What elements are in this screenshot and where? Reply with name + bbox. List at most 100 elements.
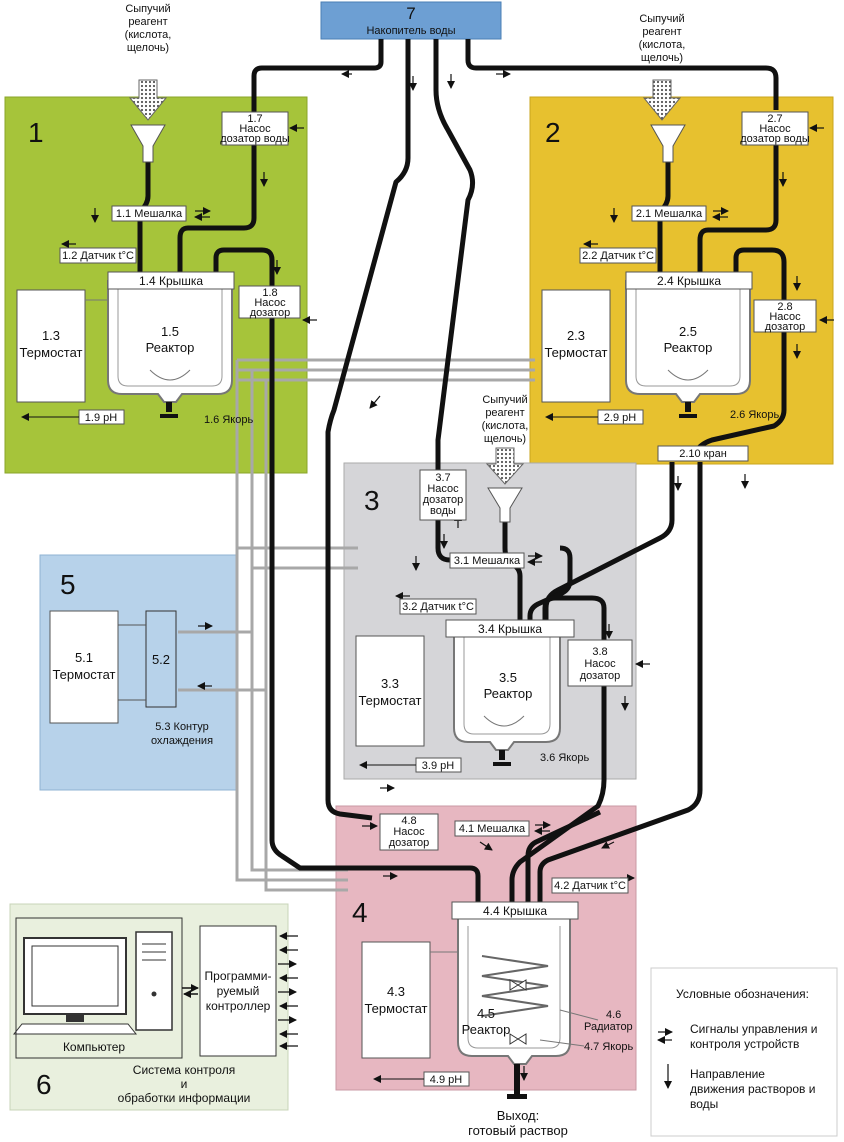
thermostat-1-3: 1.3 Термостат [16,289,86,403]
lines-b4c [539,1039,585,1047]
block-3-number: 3 [364,485,380,516]
svg-text:1.3: 1.3 [42,328,60,343]
water-tank [320,1,502,40]
svg-text:2.8: 2.8 [777,301,792,313]
svg-text:щелочь): щелочь) [484,433,526,445]
svg-text:дозатор: дозатор [389,837,429,849]
svg-text:5.1: 5.1 [75,650,93,665]
svg-text:1.9 pH: 1.9 pH [85,412,117,424]
anchor-4-7-label: 4.7 Якорь [584,1041,633,1053]
svg-text:1.8: 1.8 [262,287,277,299]
pump-water-3-7: 3.7 Насос дозатор воды [419,469,467,521]
svg-text:Реактор: Реактор [664,340,713,355]
reactor-3-5: 3.5 Реактор [453,628,561,751]
lid-1-4: 1.4 Крышка [107,271,235,290]
svg-text:Реактор: Реактор [484,686,533,701]
thermostat-5-1: 5.1 Термостат [49,610,119,724]
svg-text:Термостат: Термостат [358,693,421,708]
signal-arrows [61,124,834,882]
ph-3-9: 3.9 pH [415,757,462,773]
svg-text:Радиатор: Радиатор [584,1021,633,1033]
svg-text:3.2 Датчик t°C: 3.2 Датчик t°C [402,601,474,613]
svg-text:дозатор воды: дозатор воды [740,133,810,145]
block-6-number: 6 [36,1069,52,1100]
svg-text:4.2 Датчик t°C: 4.2 Датчик t°C [554,880,626,892]
funnel-1-icon [130,124,166,163]
svg-text:дозатор: дозатор [580,670,620,682]
svg-text:2.2 Датчик t°C: 2.2 Датчик t°C [582,250,654,262]
legend-flow-l2: движения растворов и [690,1082,815,1096]
pump-water-2-7: 2.7 Насос дозатор воды [740,111,810,146]
svg-text:2.4 Крышка: 2.4 Крышка [657,274,721,288]
cooling-loop-5-3-l2: охлаждения [151,735,213,747]
svg-text:1.5: 1.5 [161,324,179,339]
ph-4-9: 4.9 pH [423,1071,470,1087]
valve-2-10: 2.10 кран [657,445,749,462]
reactor-2-5: 2.5 Реактор [625,280,751,403]
flow-arrows [91,70,801,1081]
svg-text:(кислота,: (кислота, [125,29,172,41]
anchor-1-6-icon [160,402,178,418]
svg-text:4.9 pH: 4.9 pH [430,1074,462,1086]
system-caption-l1: Система контроля [133,1063,235,1077]
svg-text:1.4 Крышка: 1.4 Крышка [139,274,203,288]
svg-text:2.9 pH: 2.9 pH [604,412,636,424]
svg-text:Насос: Насос [254,297,286,309]
svg-text:дозатор воды: дозатор воды [220,133,290,145]
svg-text:Насос: Насос [393,826,425,838]
block-1-number: 1 [28,117,44,148]
svg-text:дозатор: дозатор [423,494,463,506]
svg-text:щелочь): щелочь) [641,52,683,64]
svg-text:Программи-: Программи- [205,969,272,983]
svg-text:5.2: 5.2 [152,652,170,667]
svg-text:4.3: 4.3 [387,984,405,999]
svg-text:щелочь): щелочь) [127,42,169,54]
svg-text:1.2 Датчик t°C: 1.2 Датчик t°C [62,250,134,262]
plc-signal-arrows [278,932,298,1050]
lid-2-4: 2.4 Крышка [625,271,753,290]
pump-water-1-7: 1.7 Насос дозатор воды [220,111,290,146]
thermostat-3-3: 3.3 Термостат [355,635,425,747]
svg-text:дозатор: дозатор [250,307,290,319]
lid-4-4: 4.4 Крышка [451,901,579,920]
svg-text:3.3: 3.3 [381,676,399,691]
cooling-unit-5-2: 5.2 [145,610,177,708]
svg-text:3.7: 3.7 [435,472,450,484]
svg-text:контроллер: контроллер [206,999,271,1013]
output-label-l1: Выход: [497,1108,540,1123]
svg-text:реагент: реагент [485,407,524,419]
svg-text:Насос: Насос [769,311,801,323]
block-2-number: 2 [545,117,561,148]
radiator-4-6: 4.6 Радиатор [584,1009,633,1033]
anchor-2-6-icon [679,402,697,418]
water-tank-number: 7 [406,4,415,23]
thermostat-2-3: 2.3 Термостат [541,289,611,403]
anchor-1-6-label: 1.6 Якорь [204,414,253,426]
pump-4-8: 4.8 Насос дозатор [379,813,439,851]
svg-text:3.1 Мешалка: 3.1 Мешалка [454,555,521,567]
output-valve-icon [507,1064,527,1099]
svg-text:(кислота,: (кислота, [639,39,686,51]
lines-b4b [559,1009,599,1021]
svg-text:Реактор: Реактор [146,340,195,355]
svg-text:3.9 pH: 3.9 pH [422,760,454,772]
stirrer-4-1: 4.1 Мешалка [454,820,530,837]
svg-text:1.1 Мешалка: 1.1 Мешалка [116,208,183,220]
reagent-1: Сыпучий реагент (кислота, щелочь) [125,3,172,121]
pump-3-8: 3.8 Насос дозатор [567,639,633,687]
svg-text:2.5: 2.5 [679,324,697,339]
svg-text:4.4 Крышка: 4.4 Крышка [483,904,547,918]
svg-text:Сыпучий: Сыпучий [482,394,527,406]
svg-text:4.1 Мешалка: 4.1 Мешалка [459,823,526,835]
stirrer-1-1: 1.1 Мешалка [111,205,187,222]
stirrer-3-1: 3.1 Мешалка [449,552,525,569]
anchor-3-6-icon [493,750,511,766]
svg-text:3.8: 3.8 [592,646,607,658]
cooling-loop-5-3-l1: 5.3 Контур [155,721,209,733]
computer-label: Компьютер [63,1040,125,1054]
funnel-3-icon [487,487,523,523]
svg-text:Сыпучий: Сыпучий [125,3,170,15]
output-label-l2: готовый раствор [468,1123,568,1138]
stirrer-2-1: 2.1 Мешалка [631,205,707,222]
water-tank-label: Накопитель воды [366,25,455,37]
